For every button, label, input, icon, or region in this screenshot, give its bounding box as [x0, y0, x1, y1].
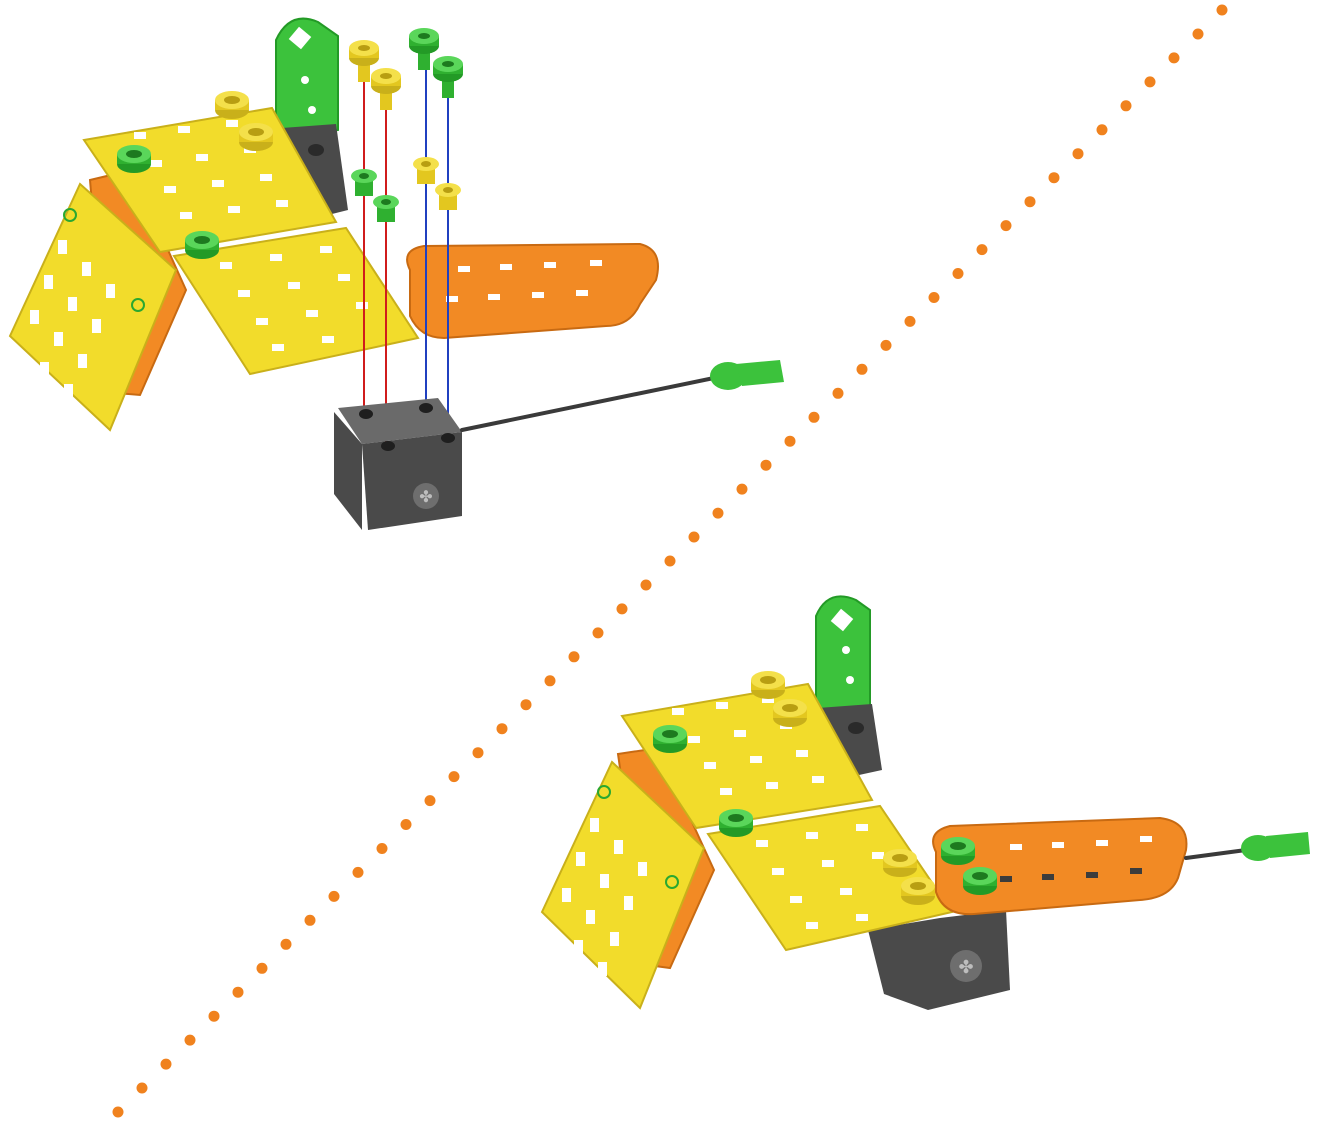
green-nut: [719, 809, 753, 837]
motor-cube: ✤: [334, 398, 462, 530]
orange-plate-exploded: [407, 244, 658, 338]
separator-dot: [977, 244, 988, 255]
svg-text:✤: ✤: [419, 487, 432, 506]
assembled-view: ✤: [542, 596, 1310, 1010]
separator-dot: [1121, 100, 1132, 111]
separator-dot: [761, 460, 772, 471]
yellow-nut: [435, 183, 461, 210]
separator-dot: [137, 1083, 148, 1094]
separator-dot: [689, 532, 700, 543]
yellow-nut: [901, 877, 935, 905]
separator-dot: [929, 292, 940, 303]
green-bracket: [816, 596, 870, 720]
separator-dot: [833, 388, 844, 399]
separator-dot: [953, 268, 964, 279]
green-nut: [653, 725, 687, 753]
cable: [1186, 832, 1310, 861]
orange-plate: [933, 818, 1186, 914]
separator-dot: [401, 819, 412, 830]
cable: [462, 360, 784, 430]
yellow-screw: [371, 68, 401, 110]
separator-dot: [1217, 5, 1228, 16]
yellow-nut: [751, 671, 785, 699]
separator-dot: [785, 436, 796, 447]
yellow-nut: [215, 91, 249, 119]
separator-dot: [329, 891, 340, 902]
separator-dot: [521, 699, 532, 710]
green-nut: [185, 231, 219, 259]
separator-dot: [569, 651, 580, 662]
separator-dot: [209, 1011, 220, 1022]
separator-dot: [1025, 196, 1036, 207]
separator-dot: [641, 580, 652, 591]
yellow-nut: [773, 699, 807, 727]
yellow-nut: [883, 849, 917, 877]
separator-dot: [377, 843, 388, 854]
separator-dot: [1145, 76, 1156, 87]
separator-dot: [473, 747, 484, 758]
exploded-view: ✤: [10, 19, 784, 530]
separator-dot: [353, 867, 364, 878]
separator-dot: [497, 723, 508, 734]
separator-dot: [113, 1107, 124, 1118]
green-nut: [117, 145, 151, 173]
separator-dot: [305, 915, 316, 926]
separator-dot: [593, 627, 604, 638]
separator-dot: [665, 556, 676, 567]
separator-dot: [545, 675, 556, 686]
separator-dot: [281, 939, 292, 950]
separator-dot: [449, 771, 460, 782]
separator-dot: [881, 340, 892, 351]
separator-dot: [1001, 220, 1012, 231]
cable-plug: [1241, 832, 1310, 861]
green-screw: [433, 56, 463, 98]
green-nut: [373, 195, 399, 222]
green-nut: [351, 169, 377, 196]
yellow-nut: [239, 123, 273, 151]
separator-dot: [617, 603, 628, 614]
separator-dot: [1073, 148, 1084, 159]
separator-dot: [1097, 124, 1108, 135]
separator-dot: [233, 987, 244, 998]
svg-text:✤: ✤: [958, 957, 973, 978]
separator-dot: [857, 364, 868, 375]
separator-dot: [1193, 29, 1204, 40]
separator-dot: [737, 484, 748, 495]
green-nut: [963, 867, 997, 895]
separator-dot: [185, 1035, 196, 1046]
separator-dot: [257, 963, 268, 974]
green-bracket: [276, 19, 338, 140]
separator-dot: [713, 508, 724, 519]
separator-dot: [809, 412, 820, 423]
separator-dot: [425, 795, 436, 806]
cable-plug: [710, 360, 784, 390]
separator-dot: [1169, 52, 1180, 63]
separator-dot: [905, 316, 916, 327]
yellow-nut: [413, 157, 439, 184]
separator-dot: [161, 1059, 172, 1070]
green-nut: [941, 837, 975, 865]
separator-dot: [1049, 172, 1060, 183]
